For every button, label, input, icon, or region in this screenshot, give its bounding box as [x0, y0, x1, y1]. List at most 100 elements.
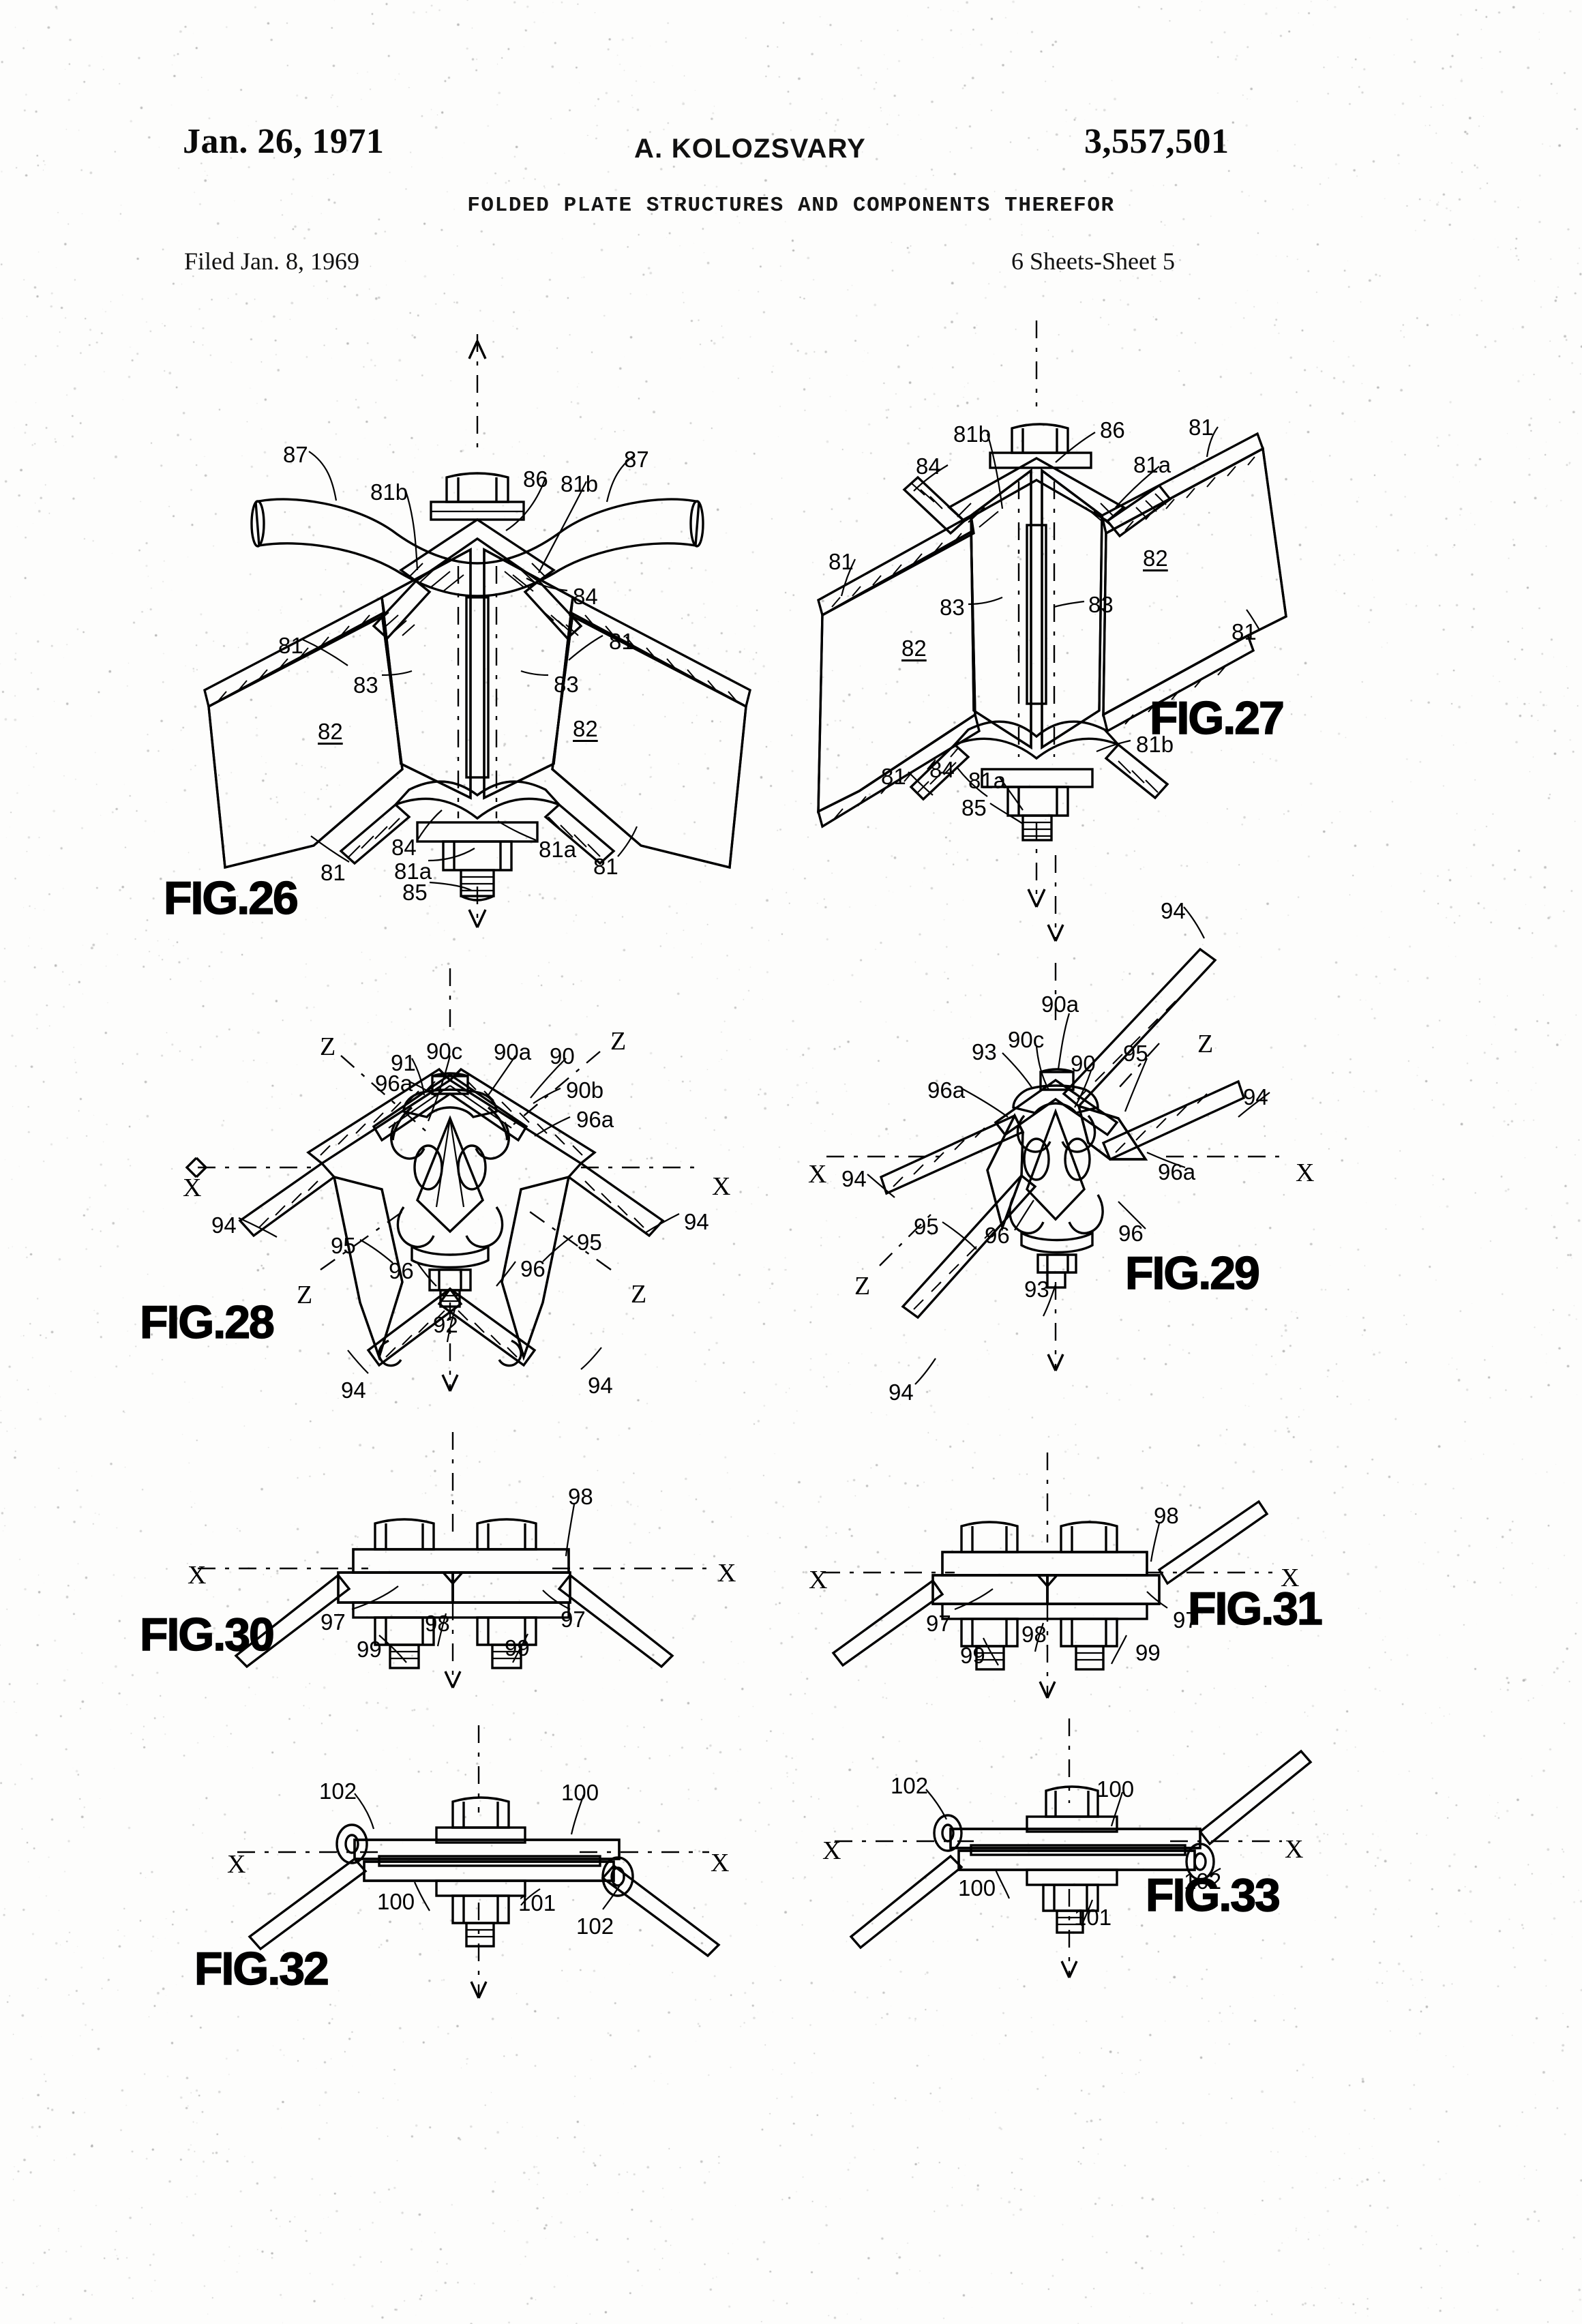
reference-numeral: 82	[573, 716, 598, 741]
reference-numeral: 94	[684, 1209, 709, 1234]
reference-numeral: 85	[402, 880, 428, 905]
axis-label: X	[712, 1172, 731, 1201]
reference-numeral: 81a	[968, 768, 1006, 793]
axis-label: X	[809, 1566, 828, 1594]
reference-numeral: 90a	[1041, 992, 1079, 1017]
reference-numeral: 96a	[1158, 1159, 1196, 1185]
reference-numeral: 90	[550, 1043, 575, 1069]
reference-numeral: 94	[841, 1166, 867, 1191]
reference-numeral: 95	[1123, 1041, 1148, 1066]
reference-numeral: 90	[1071, 1051, 1096, 1076]
axis-label: Z	[631, 1280, 647, 1309]
axis-label: X	[717, 1559, 736, 1588]
reference-numeral: 81	[278, 633, 303, 658]
reference-numeral: 94	[341, 1377, 366, 1403]
axis-label: X	[188, 1561, 207, 1590]
reference-numeral: 81	[593, 854, 618, 879]
reference-numeral: 95	[577, 1230, 602, 1255]
figure-26-caption: FIG.26	[163, 872, 299, 925]
reference-numeral: 102	[891, 1773, 929, 1798]
axis-label: Z	[320, 1032, 336, 1061]
reference-numeral: 83	[940, 595, 965, 620]
reference-numeral: 81b	[370, 479, 408, 505]
reference-numeral: 100	[958, 1875, 996, 1901]
reference-numeral: 93	[1024, 1277, 1049, 1302]
figure-28-caption: FIG.28	[139, 1296, 275, 1349]
axis-label: Z	[1197, 1030, 1214, 1058]
axis-label: X	[808, 1160, 827, 1189]
reference-numeral: 84	[929, 757, 955, 782]
reference-numeral: 94	[211, 1212, 237, 1238]
reference-numeral: 83	[353, 672, 378, 698]
reference-numeral: 87	[283, 442, 308, 467]
reference-numeral: 102	[319, 1778, 357, 1804]
reference-numeral: 90b	[566, 1077, 604, 1103]
reference-numeral: 93	[972, 1039, 997, 1064]
reference-numeral: 98	[568, 1484, 593, 1509]
reference-numeral: 99	[505, 1635, 530, 1660]
reference-numeral: 85	[961, 795, 987, 820]
reference-numeral: 83	[1088, 592, 1114, 617]
reference-numeral: 84	[391, 835, 417, 860]
figure-29-caption: FIG.29	[1124, 1247, 1260, 1300]
reference-numeral: 96a	[927, 1077, 966, 1103]
figure-31-drawing	[822, 1452, 1272, 1699]
reference-numeral: 81b	[953, 421, 991, 447]
reference-numeral: 97	[561, 1607, 586, 1632]
reference-numeral: 90c	[1008, 1027, 1045, 1052]
axis-label: X	[227, 1850, 246, 1879]
reference-numeral: 84	[916, 453, 941, 479]
reference-numeral: 82	[901, 636, 927, 661]
axis-label: Z	[854, 1272, 871, 1300]
reference-numeral: 99	[357, 1637, 382, 1662]
reference-numeral: 81b	[561, 471, 599, 496]
reference-numeral: 96	[389, 1258, 414, 1283]
reference-numeral: 84	[573, 584, 598, 609]
reference-numeral: 87	[624, 447, 649, 472]
figure-31-caption: FIG.31	[1187, 1582, 1323, 1635]
reference-numeral: 100	[377, 1889, 415, 1914]
reference-numeral: 90c	[426, 1039, 463, 1064]
reference-numeral: 94	[588, 1373, 613, 1398]
reference-numeral: 95	[331, 1233, 356, 1258]
reference-numeral: 81	[829, 549, 854, 574]
figure-29-drawing	[826, 855, 1286, 1385]
reference-numeral: 96	[985, 1223, 1010, 1248]
reference-numeral: 90a	[494, 1039, 532, 1064]
reference-numeral: 86	[523, 466, 548, 492]
reference-numeral: 99	[1135, 1640, 1161, 1665]
figure-27-caption: FIG.27	[1149, 691, 1285, 745]
reference-numeral: 102	[576, 1913, 614, 1939]
figure-27-drawing	[816, 321, 1287, 908]
figure-30-caption: FIG.30	[139, 1608, 275, 1661]
axis-label: Z	[297, 1281, 313, 1309]
reference-numeral: 94	[1161, 898, 1186, 923]
axis-label: X	[183, 1174, 202, 1202]
reference-numeral: 94	[889, 1380, 914, 1405]
reference-numeral: 96a	[576, 1107, 614, 1132]
reference-numeral: 98	[1154, 1503, 1179, 1528]
reference-numeral: 81	[609, 629, 634, 654]
reference-numeral: 96a	[375, 1071, 413, 1096]
reference-numeral: 83	[554, 672, 579, 697]
reference-numeral: 94	[1243, 1084, 1268, 1109]
reference-numeral: 82	[1143, 546, 1168, 571]
reference-numeral: 81	[1189, 415, 1214, 440]
reference-numeral: 81	[881, 764, 906, 789]
reference-numeral: 81	[320, 860, 346, 885]
reference-numeral: 98	[425, 1611, 450, 1636]
reference-numeral: 82	[318, 719, 343, 744]
reference-numeral: 96	[1118, 1221, 1144, 1246]
reference-numeral: 86	[1100, 417, 1125, 443]
reference-numeral: 101	[1074, 1905, 1112, 1930]
axis-label: Z	[610, 1027, 627, 1056]
axis-label: X	[1296, 1159, 1315, 1187]
reference-numeral: 81a	[1133, 452, 1171, 477]
reference-numeral: 100	[561, 1780, 599, 1805]
axis-label: X	[1285, 1835, 1304, 1864]
reference-numeral: 96	[520, 1256, 546, 1281]
axis-label: X	[822, 1836, 841, 1865]
reference-numeral: 97	[926, 1611, 951, 1636]
reference-numeral: 81	[1232, 619, 1257, 644]
reference-numeral: 97	[320, 1609, 346, 1635]
